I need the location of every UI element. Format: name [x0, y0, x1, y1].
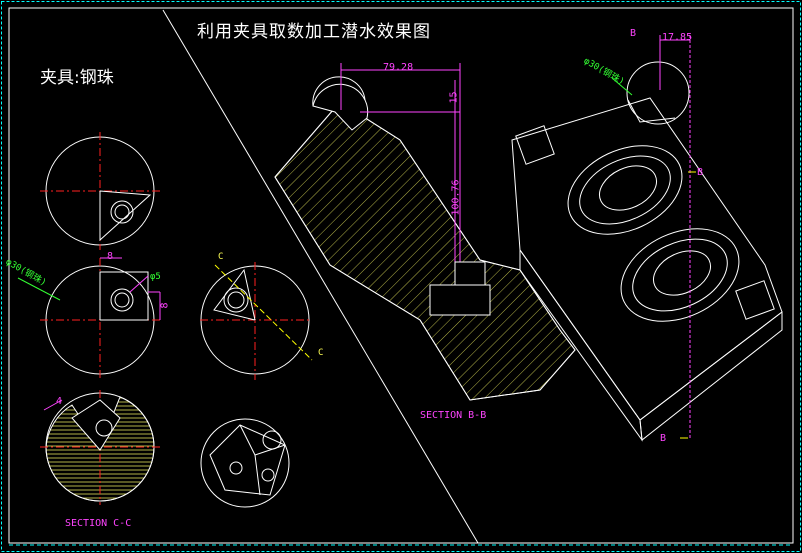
dim-phi5: φ5 — [150, 272, 161, 282]
view-isometric-fixture — [511, 35, 783, 442]
marker-b-bottom: B — [660, 433, 667, 444]
fixture-label: 夹具:钢珠 — [40, 68, 114, 88]
dim-17-85: 17.85 — [662, 32, 693, 43]
marker-c-bottom: C — [318, 348, 324, 358]
dim-4: 4 — [56, 396, 63, 407]
section-bb-label: SECTION B-B — [420, 410, 487, 421]
dim-79-28: 79.28 — [383, 62, 414, 73]
dim-15: 15 — [448, 91, 460, 104]
view-divider — [162, 9, 479, 544]
dim-8-side: 8 — [159, 302, 171, 309]
view-section-right-1 — [200, 262, 313, 380]
view-top-left — [40, 132, 160, 250]
drawing-title: 利用夹具取数加工潜水效果图 — [197, 22, 431, 42]
view-ball-3d — [200, 418, 290, 508]
view-mid-left — [17, 257, 161, 380]
marker-c-top: C — [218, 252, 224, 262]
dim-8-top: 8 — [107, 251, 114, 262]
view-section-bb — [274, 63, 576, 401]
marker-b-top: B — [630, 28, 637, 39]
section-cc-label: SECTION C-C — [65, 518, 132, 529]
dim-100-76: 100.76 — [450, 179, 462, 216]
marker-b-mid: B — [697, 167, 704, 178]
view-section-cc — [40, 390, 160, 505]
